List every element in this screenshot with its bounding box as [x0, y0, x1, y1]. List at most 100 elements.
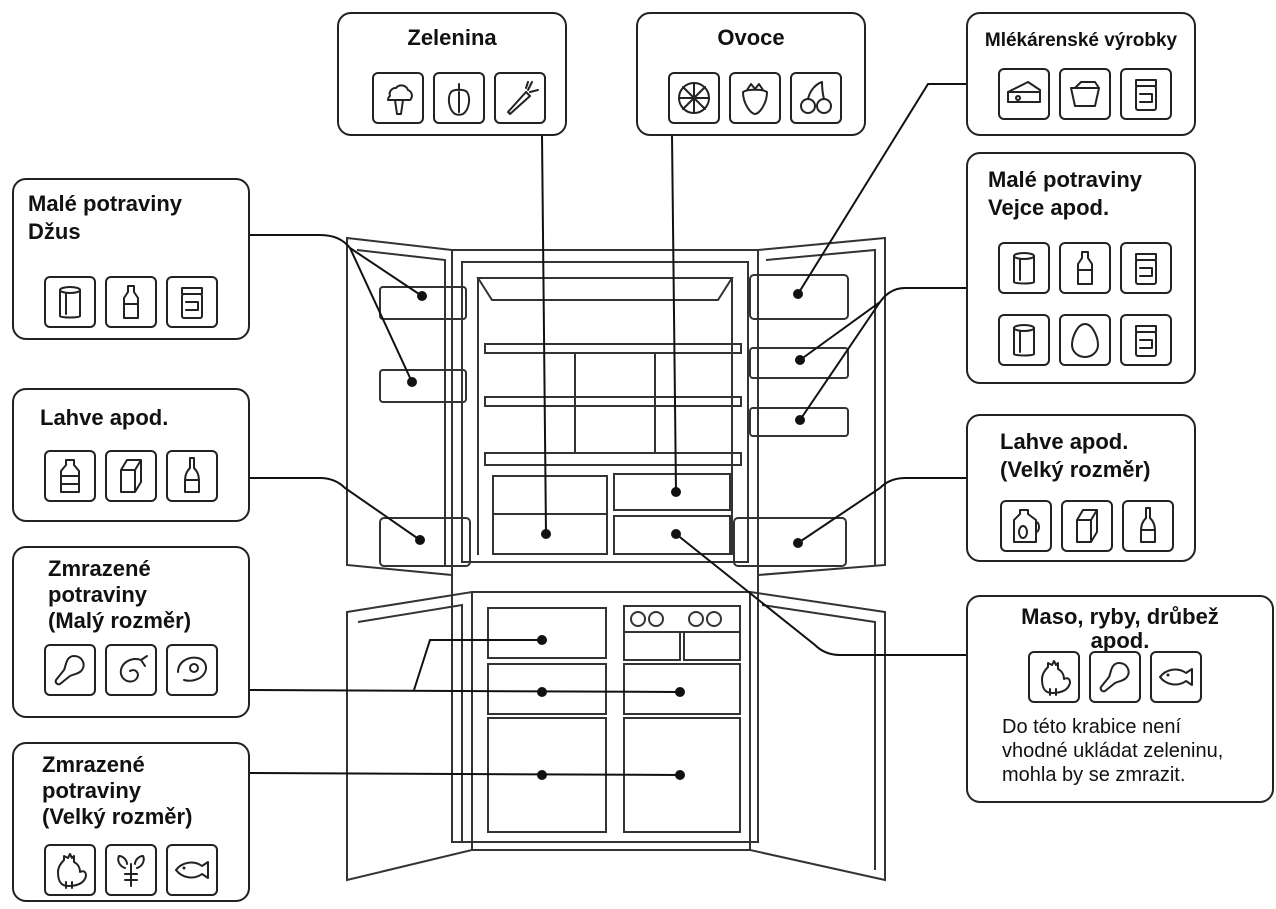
shrimp-icon: [105, 644, 157, 696]
drawer-meat: [613, 515, 731, 555]
fridge-compartment: [461, 261, 749, 563]
maso-note-3: mohla by se zmrazit.: [1002, 764, 1186, 786]
jar-icon: [1120, 242, 1172, 294]
right-freezer-door-inner: [761, 604, 876, 870]
icon-row: [1000, 500, 1174, 552]
leader-male-vejce-1: [799, 287, 966, 361]
label-box-zmraz-maly: Zmrazené potraviny (Malý rozměr): [12, 546, 250, 718]
right-door-shelf-2: [749, 347, 849, 379]
leader-zelenina: [541, 134, 547, 535]
freezer-drawer-left-1: [487, 663, 607, 715]
leader-male-dzus-2: [349, 247, 413, 383]
dot-zmraz-maly-3: [675, 687, 685, 697]
milk-carton-icon: [105, 450, 157, 502]
strawberry-icon: [729, 72, 781, 124]
label-lahve-right-1: Lahve apod.: [1000, 429, 1129, 454]
chicken-leg-icon: [1089, 651, 1141, 703]
label-box-mlekarenske: Mlékárenské výrobky: [966, 12, 1196, 136]
chicken-leg-icon: [44, 644, 96, 696]
ice-cell: [688, 611, 704, 627]
dot-maso: [671, 529, 681, 539]
sauce-bottle-icon: [1059, 242, 1111, 294]
label-box-male-dzus: Malé potraviny Džus: [12, 178, 250, 340]
icon-row: [44, 644, 218, 696]
label-mlekarenske: Mlékárenské výrobky: [984, 30, 1178, 51]
maso-note-2: vhodné ukládat zeleninu,: [1002, 740, 1224, 762]
left-door-shelf-1: [379, 286, 467, 320]
leader-maso: [675, 533, 966, 656]
label-zelenina: Zelenina: [407, 25, 497, 50]
label-box-male-vejce: Malé potraviny Vejce apod.: [966, 152, 1196, 384]
fish-icon: [1150, 651, 1202, 703]
fish-steak-icon: [166, 644, 218, 696]
label-box-zmraz-velky: Zmrazené potraviny (Velký rozměr): [12, 742, 250, 902]
wine-bottle-icon: [166, 450, 218, 502]
leader-zmraz-maly-1: [249, 689, 681, 693]
right-upper-door-inner: [765, 248, 876, 565]
rooster-icon: [1028, 651, 1080, 703]
label-male-vejce-2: Vejce apod.: [988, 195, 1110, 220]
can-icon: [998, 314, 1050, 366]
egg-icon: [1059, 314, 1111, 366]
ice-cell: [630, 611, 646, 627]
label-box-zelenina: Zelenina: [337, 12, 567, 136]
icon-row: [1028, 651, 1202, 703]
ice-tray-2: [683, 631, 741, 661]
leader-mlekarenske: [797, 83, 966, 295]
fish-icon: [166, 844, 218, 896]
label-male-vejce-1: Malé potraviny: [988, 167, 1143, 192]
label-box-ovoce: Ovoce: [636, 12, 866, 136]
dot-lahve-left: [415, 535, 425, 545]
ice-cell: [706, 611, 722, 627]
rooster-icon: [44, 844, 96, 896]
dot-male-dzus-1: [417, 291, 427, 301]
dot-male-dzus-2: [407, 377, 417, 387]
label-lahve-right-2: (Velký rozměr): [1000, 457, 1151, 482]
jar-icon: [166, 276, 218, 328]
bottle-icon: [44, 450, 96, 502]
dot-zmraz-maly-1: [537, 635, 547, 645]
label-box-maso: Maso, ryby, drůbež apod. Do této krabice…: [966, 595, 1274, 803]
lobster-icon: [105, 844, 157, 896]
drawer-fruit: [613, 473, 731, 511]
right-door-shelf-1: [749, 274, 849, 320]
leader-lahve-right: [797, 477, 966, 544]
label-zmraz-velky-2: potraviny: [42, 778, 142, 803]
dot-lahve-right: [793, 538, 803, 548]
dot-male-vejce-2: [795, 415, 805, 425]
ice-cell: [648, 611, 664, 627]
carrot-icon: [494, 72, 546, 124]
jar-icon: [1120, 68, 1172, 120]
right-freezer-door: [749, 590, 886, 882]
can-icon: [44, 276, 96, 328]
milk-carton-icon: [1061, 500, 1113, 552]
leader-male-dzus-1: [250, 234, 423, 297]
wine-bottle-icon: [1122, 500, 1174, 552]
label-box-lahve-right: Lahve apod. (Velký rozměr): [966, 414, 1196, 562]
freezer-compartment: [471, 591, 751, 851]
dot-ovoce: [671, 487, 681, 497]
glass-shelf-2: [484, 396, 742, 407]
leader-lahve-left: [250, 477, 421, 541]
leader-zmraz-maly-2: [413, 639, 542, 691]
sauce-bottle-icon: [105, 276, 157, 328]
can-icon: [998, 242, 1050, 294]
dot-mlekarenske: [793, 289, 803, 299]
drawer-vegetables: [492, 513, 608, 555]
leader-ovoce: [671, 134, 677, 493]
icon-row: [998, 314, 1172, 366]
left-upper-door: [346, 236, 453, 577]
maso-note-1: Do této krabice není: [1002, 716, 1181, 738]
drawer-vegetables-top: [492, 475, 608, 515]
label-maso-1: Maso, ryby, drůbež: [1021, 604, 1219, 629]
label-zmraz-velky-1: Zmrazené: [42, 752, 145, 777]
label-lahve-left: Lahve apod.: [40, 405, 169, 430]
broccoli-icon: [372, 72, 424, 124]
icon-row: [44, 844, 218, 896]
leader-zmraz-velky: [249, 772, 681, 776]
label-ovoce: Ovoce: [717, 25, 785, 50]
right-door-shelf-3: [749, 407, 849, 437]
label-zmraz-maly-1: Zmrazené: [48, 556, 151, 581]
icon-row: [998, 242, 1172, 294]
left-door-shelf-2: [379, 369, 467, 403]
